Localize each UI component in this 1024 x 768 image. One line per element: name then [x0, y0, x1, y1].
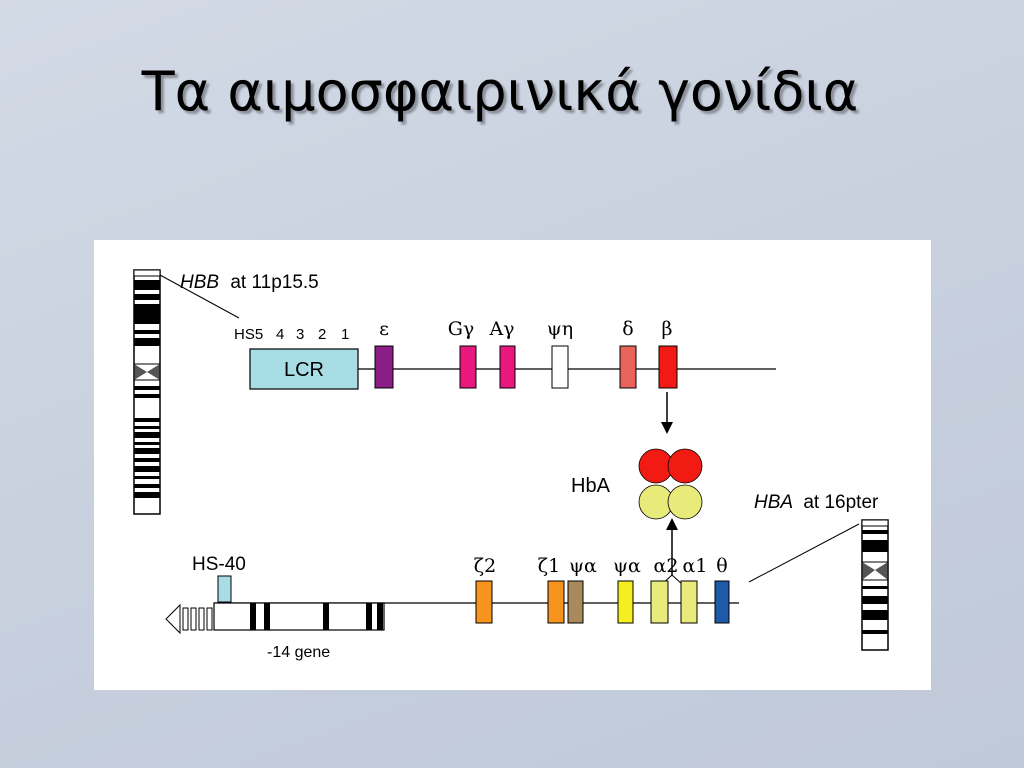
hs-site-label: HS5: [234, 326, 263, 343]
psi-eta-gene-label: ψη: [547, 318, 573, 340]
hs40-label: HS-40: [192, 554, 246, 575]
globin-diagram: HBB at 11p15.5 HS5 4 3 2 1 LCR ε Gγ Aγ ψ…: [133, 269, 889, 661]
psi-zeta-pseudogene-box: [567, 580, 584, 624]
psi-alpha-gene-label: ψα: [569, 555, 597, 577]
a-gamma-gene-label: Aγ: [488, 318, 514, 340]
hbb-gene-label: HBB: [180, 272, 219, 293]
zeta2-gene-label: ζ2: [474, 555, 496, 577]
arrow-head-icon: [661, 422, 673, 434]
g-gamma-gene-box: [459, 345, 477, 389]
delta-gene-label: δ: [622, 318, 633, 340]
g-gamma-gene-label: Gγ: [448, 318, 475, 340]
lcr-box: [249, 348, 359, 390]
hbb-location-label: at 11p15.5: [230, 272, 318, 293]
alpha1-gene-box: [680, 580, 698, 624]
neighbor-gene-label: -14 gene: [267, 644, 330, 661]
hbb-pointer-line: [159, 274, 240, 319]
beta-globin-subunit: [667, 448, 703, 484]
hba-gene-label: HBA: [754, 492, 793, 513]
hba-pointer-line: [748, 523, 860, 583]
alpha1-gene-label: α1: [683, 555, 708, 577]
neighbor-gene: [165, 602, 385, 635]
chromosome-16-ideogram: [861, 519, 889, 651]
beta-gene-box: [658, 345, 678, 389]
alpha2-gene-box: [650, 580, 669, 624]
hs-site-label: 3: [296, 326, 304, 343]
hs40-box: [217, 575, 232, 603]
svg-text:HBB at 11p15.5: HBB at 11p15.5: [180, 272, 319, 293]
lcr-label: LCR: [284, 359, 324, 381]
zeta2-gene-box: [475, 580, 493, 624]
hs-site-label: 4: [276, 326, 284, 343]
psi-alpha-pseudogene-box: [617, 580, 634, 624]
chromosome-11-ideogram: [133, 269, 161, 515]
hba-label: HbA: [571, 475, 611, 497]
globin-genes-figure: HBB at 11p15.5 HS5 4 3 2 1 LCR ε Gγ Aγ ψ…: [94, 240, 931, 690]
a-gamma-gene-box: [499, 345, 516, 389]
hba-tetramer: [638, 448, 703, 520]
hs-site-label: 2: [318, 326, 326, 343]
psi-alpha-gene-label: ψα: [613, 555, 641, 577]
theta-gene-box: [714, 580, 730, 624]
zeta1-gene-box: [547, 580, 565, 624]
epsilon-gene-box: [374, 345, 394, 389]
alpha2-gene-label: α2: [654, 555, 679, 577]
hs-site-label: 1: [341, 326, 349, 343]
zeta1-gene-label: ζ1: [538, 555, 560, 577]
hba-location-label: at 16pter: [803, 492, 879, 513]
psi-eta-gene-box: [551, 345, 569, 389]
slide-title: Τα αιμοσφαιρινικά γονίδια: [141, 60, 859, 123]
beta-gene-label: β: [662, 318, 673, 340]
epsilon-gene-label: ε: [379, 318, 389, 340]
arrow-head-icon: [666, 518, 678, 530]
svg-text:HBA at 16pter: HBA at 16pter: [754, 492, 879, 513]
alpha-globin-subunit: [667, 484, 703, 520]
theta-gene-label: θ: [716, 555, 727, 577]
delta-gene-box: [619, 345, 637, 389]
